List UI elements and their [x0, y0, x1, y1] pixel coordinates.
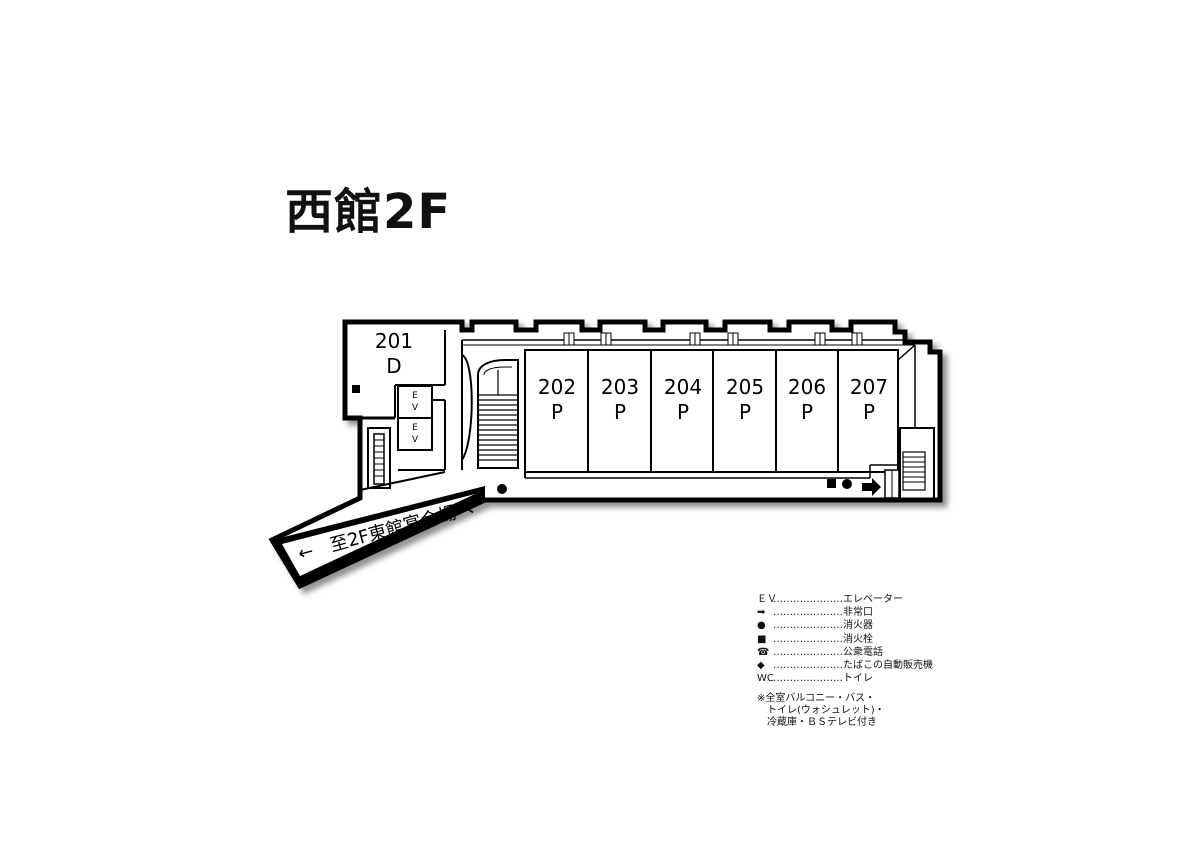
toilet-symbol: WC — [757, 673, 774, 685]
room-205-number: 205 — [726, 375, 764, 399]
legend-row: ● …………………… 消火器 — [757, 619, 933, 632]
emergency-exit-icon — [862, 478, 881, 496]
legend-row: ◆ …………………… たばこの自動販売機 — [757, 659, 933, 672]
room-207-type: P — [863, 400, 875, 424]
room-202-type: P — [551, 400, 563, 424]
room-204-type: P — [677, 400, 689, 424]
room-201-type: D — [386, 354, 401, 378]
room-206-type: P — [801, 400, 813, 424]
room-207-number: 207 — [850, 375, 888, 399]
legend-leader: …………………… — [773, 660, 843, 672]
fire-extinguisher-icon: ● — [757, 620, 766, 632]
stairs-left — [359, 427, 446, 491]
elevator-1-label: E — [412, 391, 418, 401]
emergency-exit-icon: ➡ — [757, 607, 766, 619]
legend-label: 消火器 — [843, 620, 873, 632]
room-201-number: 201 — [375, 329, 413, 353]
fire-hydrant-icon — [827, 479, 836, 488]
room-206-number: 206 — [788, 375, 826, 399]
guest-room-row: 202 P 203 P 204 P 205 P 206 P 207 P — [524, 332, 899, 479]
stairs-right — [869, 344, 935, 501]
fire-extinguisher-icon — [842, 479, 852, 489]
fire-hydrant-icon: ■ — [757, 633, 767, 645]
room-202-number: 202 — [538, 375, 576, 399]
room-203-type: P — [614, 400, 626, 424]
fire-hydrant-icon — [352, 385, 360, 393]
stairs-center — [461, 339, 915, 470]
elevator-2-label: E — [412, 423, 418, 433]
legend-row: ＥＶ …………………… エレベーター — [757, 593, 933, 606]
legend-leader: …………………… — [773, 607, 843, 619]
amenities-note: ※全室バルコニー・バス・ トイレ(ウォシュレット)・ 冷蔵庫・ＢＳテレビ付き — [757, 693, 933, 729]
page-title: 西館2F — [285, 184, 452, 240]
legend-leader: …………………… — [773, 673, 843, 685]
diamond-icon: ◆ — [757, 660, 765, 672]
legend-row: ☎ …………………… 公衆電話 — [757, 646, 933, 659]
legend-label: 非常口 — [843, 607, 873, 619]
note-line: トイレ(ウォシュレット)・ — [757, 705, 885, 717]
legend-label: 公衆電話 — [843, 646, 883, 658]
note-line: ※全室バルコニー・バス・ — [757, 693, 876, 705]
legend-leader: …………………… — [773, 633, 843, 645]
legend-label: 消火栓 — [843, 633, 873, 645]
legend-label: エレベーター — [843, 594, 903, 605]
legend-label: たばこの自動販売機 — [843, 660, 933, 672]
legend: ＥＶ …………………… エレベーター ➡ …………………… 非常口 ● …………… — [757, 593, 933, 729]
room-205-type: P — [739, 400, 751, 424]
note-line: 冷蔵庫・ＢＳテレビ付き — [757, 717, 877, 729]
legend-leader: …………………… — [773, 620, 843, 632]
fire-extinguisher-icon — [497, 484, 507, 494]
legend-row: WC …………………… トイレ — [757, 672, 933, 685]
legend-leader: …………………… — [773, 594, 843, 605]
elevator-bank: E V E V — [397, 385, 446, 471]
phone-icon: ☎ — [757, 646, 770, 658]
room-204-number: 204 — [664, 375, 702, 399]
balcony-window-icons — [563, 332, 863, 346]
corridor-band-inner — [282, 494, 475, 576]
svg-text:V: V — [412, 435, 419, 445]
room-203-number: 203 — [601, 375, 639, 399]
svg-text:V: V — [412, 403, 419, 413]
legend-row: ➡ …………………… 非常口 — [757, 606, 933, 619]
legend-leader: …………………… — [773, 646, 843, 658]
elevator-symbol: ＥＶ — [757, 594, 777, 605]
legend-row: ■ …………………… 消火栓 — [757, 633, 933, 646]
legend-label: トイレ — [843, 673, 873, 685]
